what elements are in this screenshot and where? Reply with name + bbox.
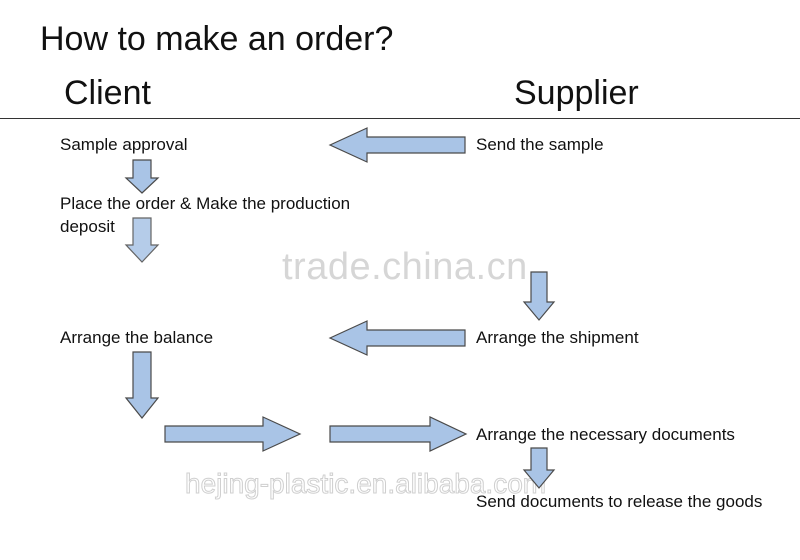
step-place-order-cont: deposit (60, 217, 115, 236)
step-arrange-balance: Arrange the balance (60, 328, 214, 347)
step-arrange-shipment: Arrange the shipment (476, 328, 639, 347)
arrow-right-1-icon (164, 416, 302, 452)
step-place-order: Place the order & Make the production (60, 194, 351, 213)
arrow-right-2-icon (329, 416, 468, 452)
arrow-left-sample-icon (328, 127, 466, 163)
step-send-sample: Send the sample (476, 135, 604, 154)
step-send-documents: Send documents to release the goods (476, 492, 763, 511)
arrow-down-order-icon (124, 159, 160, 194)
arrow-left-balance-icon (328, 320, 466, 356)
arrow-down-deposit-icon (124, 217, 160, 263)
arrow-down-shipment-icon (522, 271, 556, 321)
supplier-column-header: Supplier (514, 74, 639, 112)
step-sample-approval: Sample approval (60, 135, 188, 154)
watermark-hejing: hejing-plastic.en.alibaba.com (184, 468, 547, 500)
step-arrange-documents: Arrange the necessary documents (476, 425, 735, 444)
client-column-header: Client (64, 74, 151, 112)
arrow-down-documents-icon (522, 447, 556, 489)
arrow-down-balance-icon (124, 351, 160, 419)
header-divider (0, 118, 800, 119)
page-title: How to make an order? (40, 20, 394, 58)
watermark-trade-china: trade.china.cn (282, 246, 528, 288)
